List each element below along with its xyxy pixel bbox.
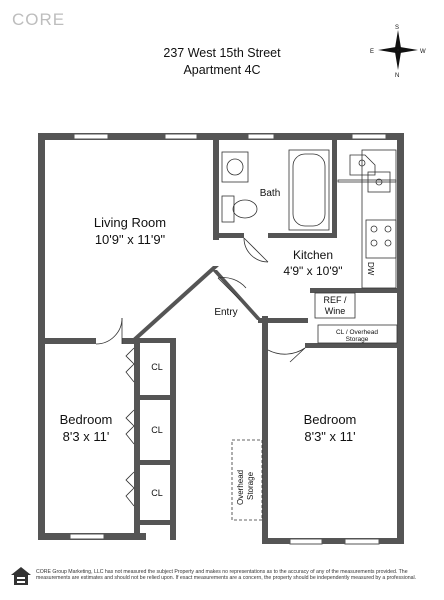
compass-e: E (370, 49, 374, 55)
closet-door-2 (125, 409, 135, 445)
core-logo: CORE (12, 10, 66, 29)
equal-housing-icon (11, 567, 31, 585)
closet-1-label: CL (151, 362, 163, 372)
closet-3-label: CL (151, 488, 163, 498)
overhead-storage-label-1: Overhead (236, 470, 245, 505)
entry-label: Entry (214, 307, 237, 318)
compass-w: W (420, 49, 426, 55)
bath-sink-bowl (226, 158, 244, 176)
address-line-2: Apartment 4C (183, 63, 261, 77)
bedroom-right-label: Bedroom (304, 412, 357, 427)
bath-label: Bath (260, 188, 281, 199)
sink-drain-1 (358, 159, 366, 167)
kitchen-dims: 4'9" x 10'9" (283, 264, 342, 278)
toilet-tank (221, 195, 235, 223)
overhead-storage-box (231, 439, 263, 521)
bedroom-left-dims: 8'3 x 11' (63, 429, 110, 444)
door-swing-bath (243, 237, 269, 263)
address-line-1: 237 West 15th Street (163, 46, 281, 60)
door-swing-living (95, 317, 123, 345)
kitchen-sink-left (349, 154, 376, 176)
kitchen-counter (361, 149, 397, 289)
walls (38, 133, 404, 544)
ref-label-2: Wine (325, 306, 346, 316)
burner-2 (384, 225, 392, 233)
bathtub (288, 149, 330, 231)
compass-icon: S N E W (370, 25, 426, 78)
closet-door-1 (125, 347, 135, 383)
burner-1 (370, 225, 378, 233)
bath-sink (221, 151, 249, 183)
bedroom-left-label: Bedroom (60, 412, 113, 427)
dw-label: DW (366, 262, 375, 276)
door-swing-bedroom-right (267, 347, 306, 355)
stove (365, 219, 397, 259)
cl-storage-box (317, 324, 398, 344)
toilet-bowl (232, 199, 258, 219)
burner-4 (384, 239, 392, 247)
living-room-label: Living Room (94, 215, 166, 230)
compass-n: N (395, 73, 399, 78)
closet-2-label: CL (151, 425, 163, 435)
cl-storage-label-2: Storage (346, 336, 369, 343)
bathtub-inner (292, 153, 326, 227)
closet-door-3 (125, 471, 135, 507)
kitchen-label: Kitchen (293, 248, 333, 262)
sink-drain-2 (375, 178, 383, 186)
kitchen-counter-edge (337, 179, 397, 183)
ref-label-1: REF / (323, 295, 347, 305)
disclaimer-text: CORE Group Marketing, LLC has not measur… (36, 569, 417, 582)
windows (69, 133, 387, 545)
kitchen-sink-right (367, 171, 391, 193)
cl-storage-label-1: CL / Overhead (336, 329, 378, 336)
door-swing-entry (217, 277, 247, 289)
compass-s: S (395, 25, 399, 31)
living-room-dims: 10'9" x 11'9" (95, 232, 166, 247)
ref-wine-box (314, 292, 356, 319)
bedroom-right-dims: 8'3" x 11' (304, 429, 355, 444)
burner-3 (370, 239, 378, 247)
overhead-storage-label-2: Storage (246, 471, 255, 500)
